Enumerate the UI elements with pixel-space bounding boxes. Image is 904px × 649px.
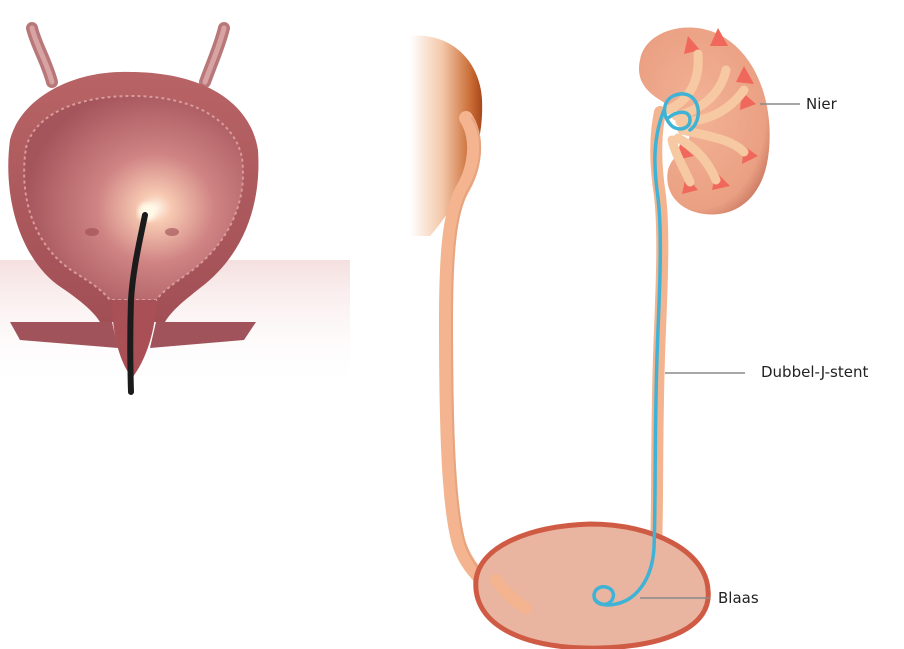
bladder-cross-section	[0, 28, 350, 392]
label-double-j-stent: Dubbel-J-stent	[761, 363, 868, 381]
label-bladder: Blaas	[718, 589, 759, 607]
right-orifice	[165, 228, 179, 236]
left-ureter-stub-highlight	[32, 28, 52, 82]
urinary-tract-diagram	[410, 28, 800, 649]
bladder	[476, 524, 708, 648]
label-kidney: Nier	[806, 95, 837, 113]
left-ureter	[446, 118, 522, 608]
left-orifice	[85, 228, 99, 236]
